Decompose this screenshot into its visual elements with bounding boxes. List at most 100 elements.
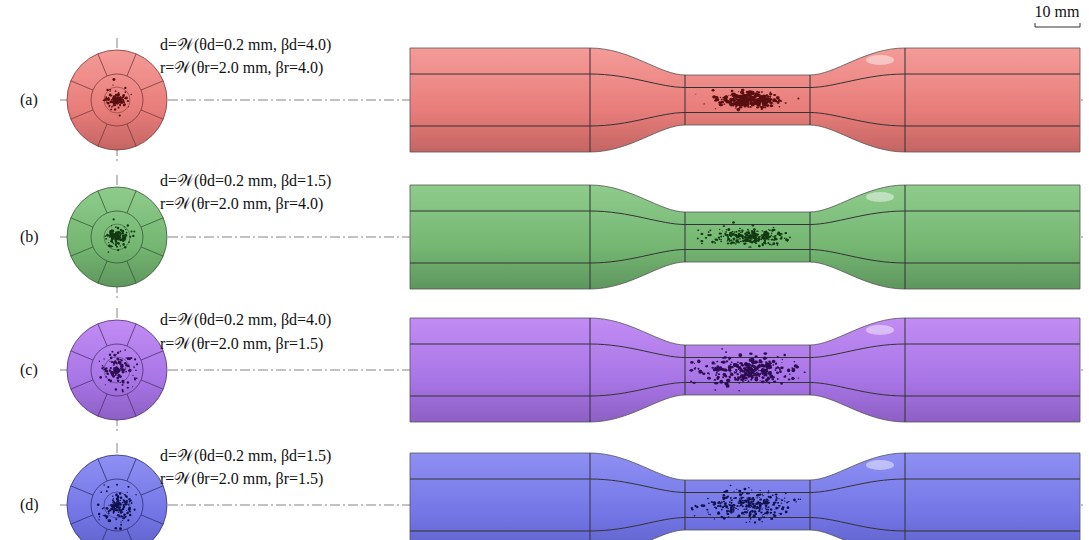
pore xyxy=(122,364,124,366)
mesh-line xyxy=(71,351,93,360)
pore xyxy=(111,234,114,237)
pore xyxy=(120,376,122,378)
pore xyxy=(765,236,766,237)
pore xyxy=(723,501,724,503)
pore xyxy=(115,362,117,364)
pore xyxy=(751,360,755,364)
pore xyxy=(709,230,711,232)
pore xyxy=(749,353,753,355)
pore xyxy=(765,498,768,500)
pore xyxy=(769,383,770,384)
pore xyxy=(736,489,738,490)
pore xyxy=(109,361,110,362)
pore xyxy=(128,507,130,509)
mesh-line xyxy=(127,191,136,213)
pore xyxy=(711,501,713,503)
pore xyxy=(793,499,796,502)
pore xyxy=(795,501,797,502)
mesh-line xyxy=(685,75,686,125)
pore xyxy=(734,377,736,379)
pore xyxy=(747,238,749,239)
pore xyxy=(733,509,735,510)
pore xyxy=(109,354,111,356)
pore xyxy=(754,512,757,515)
pore xyxy=(744,372,748,376)
pore xyxy=(762,515,764,516)
pore xyxy=(115,239,117,241)
highlight xyxy=(866,460,894,470)
pore xyxy=(746,231,749,233)
pore xyxy=(761,376,763,378)
pore xyxy=(111,106,113,108)
pore xyxy=(729,235,730,236)
pore xyxy=(762,495,764,496)
pore xyxy=(128,507,131,510)
pore xyxy=(742,492,744,494)
pore xyxy=(759,361,763,364)
pore xyxy=(120,101,122,103)
pore xyxy=(771,239,773,241)
pore xyxy=(768,496,770,498)
pore xyxy=(787,506,790,509)
pore xyxy=(112,371,115,374)
pore xyxy=(735,508,737,509)
pore xyxy=(718,501,720,503)
pore xyxy=(728,237,730,238)
pore xyxy=(780,513,783,515)
mesh-line xyxy=(590,185,591,289)
pore xyxy=(128,106,129,107)
pore xyxy=(735,369,738,371)
pore xyxy=(772,100,774,101)
pore xyxy=(123,103,126,106)
pore xyxy=(134,358,136,360)
pore xyxy=(742,237,743,239)
pore xyxy=(120,96,122,98)
pore xyxy=(756,107,759,109)
pore xyxy=(741,103,745,106)
pore xyxy=(116,503,118,505)
pore xyxy=(743,514,745,515)
pore xyxy=(759,95,762,98)
pore xyxy=(106,101,107,102)
pore xyxy=(112,499,114,501)
pore xyxy=(120,235,122,237)
pore xyxy=(724,382,728,386)
mesh-line xyxy=(141,247,163,256)
pore xyxy=(123,97,124,98)
pore xyxy=(129,369,132,372)
pore xyxy=(715,374,717,376)
mesh-line xyxy=(810,345,811,395)
pore xyxy=(766,375,768,376)
pore xyxy=(733,505,735,507)
pore xyxy=(719,238,721,240)
pore xyxy=(121,232,124,235)
pore xyxy=(129,501,130,502)
pore xyxy=(742,370,743,371)
pore xyxy=(761,512,763,514)
pore xyxy=(748,380,750,382)
pore xyxy=(740,369,743,372)
pore xyxy=(109,90,111,92)
pore xyxy=(755,370,757,372)
pore xyxy=(753,228,756,231)
pore xyxy=(723,225,725,227)
pore xyxy=(747,106,749,108)
pore xyxy=(102,365,104,367)
pore xyxy=(99,376,102,379)
pore xyxy=(759,506,761,508)
pore xyxy=(705,365,708,367)
pore xyxy=(761,369,764,372)
pore xyxy=(131,502,133,504)
pore xyxy=(735,507,736,509)
pore xyxy=(714,379,717,381)
pore xyxy=(784,500,786,501)
pore xyxy=(778,506,779,507)
pore xyxy=(735,105,737,107)
pore xyxy=(745,235,747,236)
pore xyxy=(112,84,113,85)
pore xyxy=(120,515,122,517)
pore xyxy=(769,102,773,105)
pore xyxy=(122,99,124,101)
pore xyxy=(710,234,712,236)
